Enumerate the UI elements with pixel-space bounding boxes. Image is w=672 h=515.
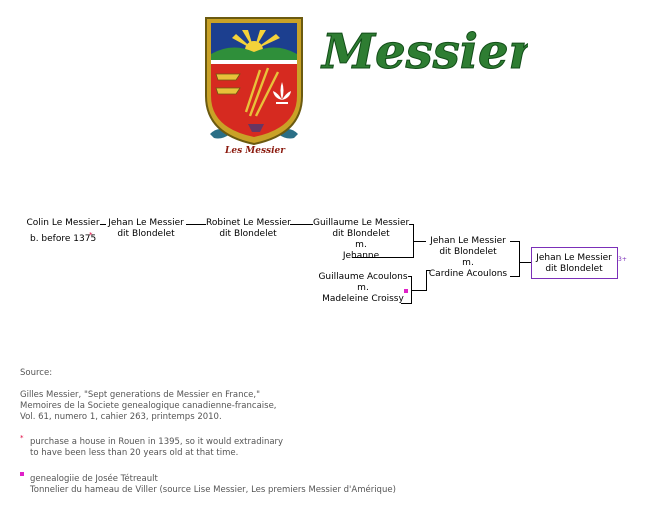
person-name-alias: dit Blondelet xyxy=(439,247,497,257)
connector-line xyxy=(519,241,520,277)
connector-line xyxy=(290,224,313,225)
crest-caption: Les Messier xyxy=(225,146,285,156)
spouse-name: Jehanne xyxy=(342,251,380,261)
person-name: Colin Le Messier xyxy=(26,218,100,228)
citation-line-1: Gilles Messier, "Sept generations de Mes… xyxy=(20,390,260,400)
connector-line xyxy=(411,290,426,291)
family-title: Messier xyxy=(318,14,538,84)
spouse-name: Madeleine Croissy xyxy=(322,294,404,304)
connector-line xyxy=(100,224,106,225)
connector-line xyxy=(510,241,520,242)
person-jehan-1[interactable]: Jehan Le Messier dit Blondelet xyxy=(106,218,186,240)
person-name-alias: dit Blondelet xyxy=(545,264,603,274)
connector-line xyxy=(401,303,412,304)
person-name: Robinet Le Messier xyxy=(206,218,291,228)
person-jehan-3[interactable]: Jehan Le Messier dit Blondelet xyxy=(534,253,614,275)
person-name: Guillaume Acoulons xyxy=(318,272,408,282)
note-marker xyxy=(20,472,24,476)
selected-person-box[interactable] xyxy=(531,247,618,279)
person-jehan-2[interactable]: Jehan Le Messier dit Blondelet m. Cardin… xyxy=(426,236,510,280)
connector-line xyxy=(519,262,531,263)
person-guillaume-le-messier[interactable]: Guillaume Le Messier dit Blondelet m. Je… xyxy=(313,218,409,262)
coat-of-arms-icon: Les Messier xyxy=(202,16,306,166)
note-marker[interactable]: * xyxy=(89,231,93,239)
note-2-line-1: genealogiie de Josée Tétreault xyxy=(30,474,158,484)
connector-line xyxy=(352,257,414,258)
connector-line xyxy=(426,270,427,291)
person-robinet[interactable]: Robinet Le Messier dit Blondelet xyxy=(206,218,291,240)
note-marker[interactable] xyxy=(404,289,408,293)
person-name-alias: dit Blondelet xyxy=(117,229,175,239)
marriage-label: m. xyxy=(357,283,369,293)
note-1-line-1: purchase a house in Rouen in 1395, so it… xyxy=(30,437,284,447)
person-name: Jehan Le Messier xyxy=(536,253,612,263)
connector-line xyxy=(186,224,206,225)
person-name-alias: dit Blondelet xyxy=(332,229,390,239)
person-guillaume-acoulons[interactable]: Guillaume Acoulons m. Madeleine Croissy xyxy=(316,272,410,305)
family-title-text: Messier xyxy=(320,24,528,80)
citation-line-3: Vol. 61, numero 1, cahier 263, printemps… xyxy=(20,412,222,422)
continuation-marker[interactable]: 3+ xyxy=(618,256,627,263)
note-2-line-2: Tonnelier du hameau de Viller (source Li… xyxy=(30,485,396,495)
connector-line xyxy=(413,241,426,242)
person-name: Jehan Le Messier xyxy=(108,218,184,228)
person-name: Guillaume Le Messier xyxy=(313,218,410,228)
connector-line xyxy=(408,276,412,277)
person-colin-le-messier[interactable]: Colin Le Messier xyxy=(26,218,100,229)
note-1-line-2: to have been less than 20 years old at t… xyxy=(30,448,239,458)
birth-text: b. before 1375 xyxy=(30,234,97,244)
marriage-label: m. xyxy=(462,258,474,268)
note-marker: * xyxy=(20,434,24,442)
connector-line xyxy=(510,276,520,277)
spouse-name: Cardine Acoulons xyxy=(428,269,508,279)
citation-line-2: Memoires de la Societe genealogique cana… xyxy=(20,401,277,411)
person-name-alias: dit Blondelet xyxy=(219,229,277,239)
connector-line xyxy=(409,224,414,225)
connector-line xyxy=(426,270,430,271)
marriage-label: m. xyxy=(355,240,367,250)
person-birth: b. before 1375 xyxy=(30,234,97,245)
person-name: Jehan Le Messier xyxy=(430,236,506,246)
source-label: Source: xyxy=(20,368,53,378)
